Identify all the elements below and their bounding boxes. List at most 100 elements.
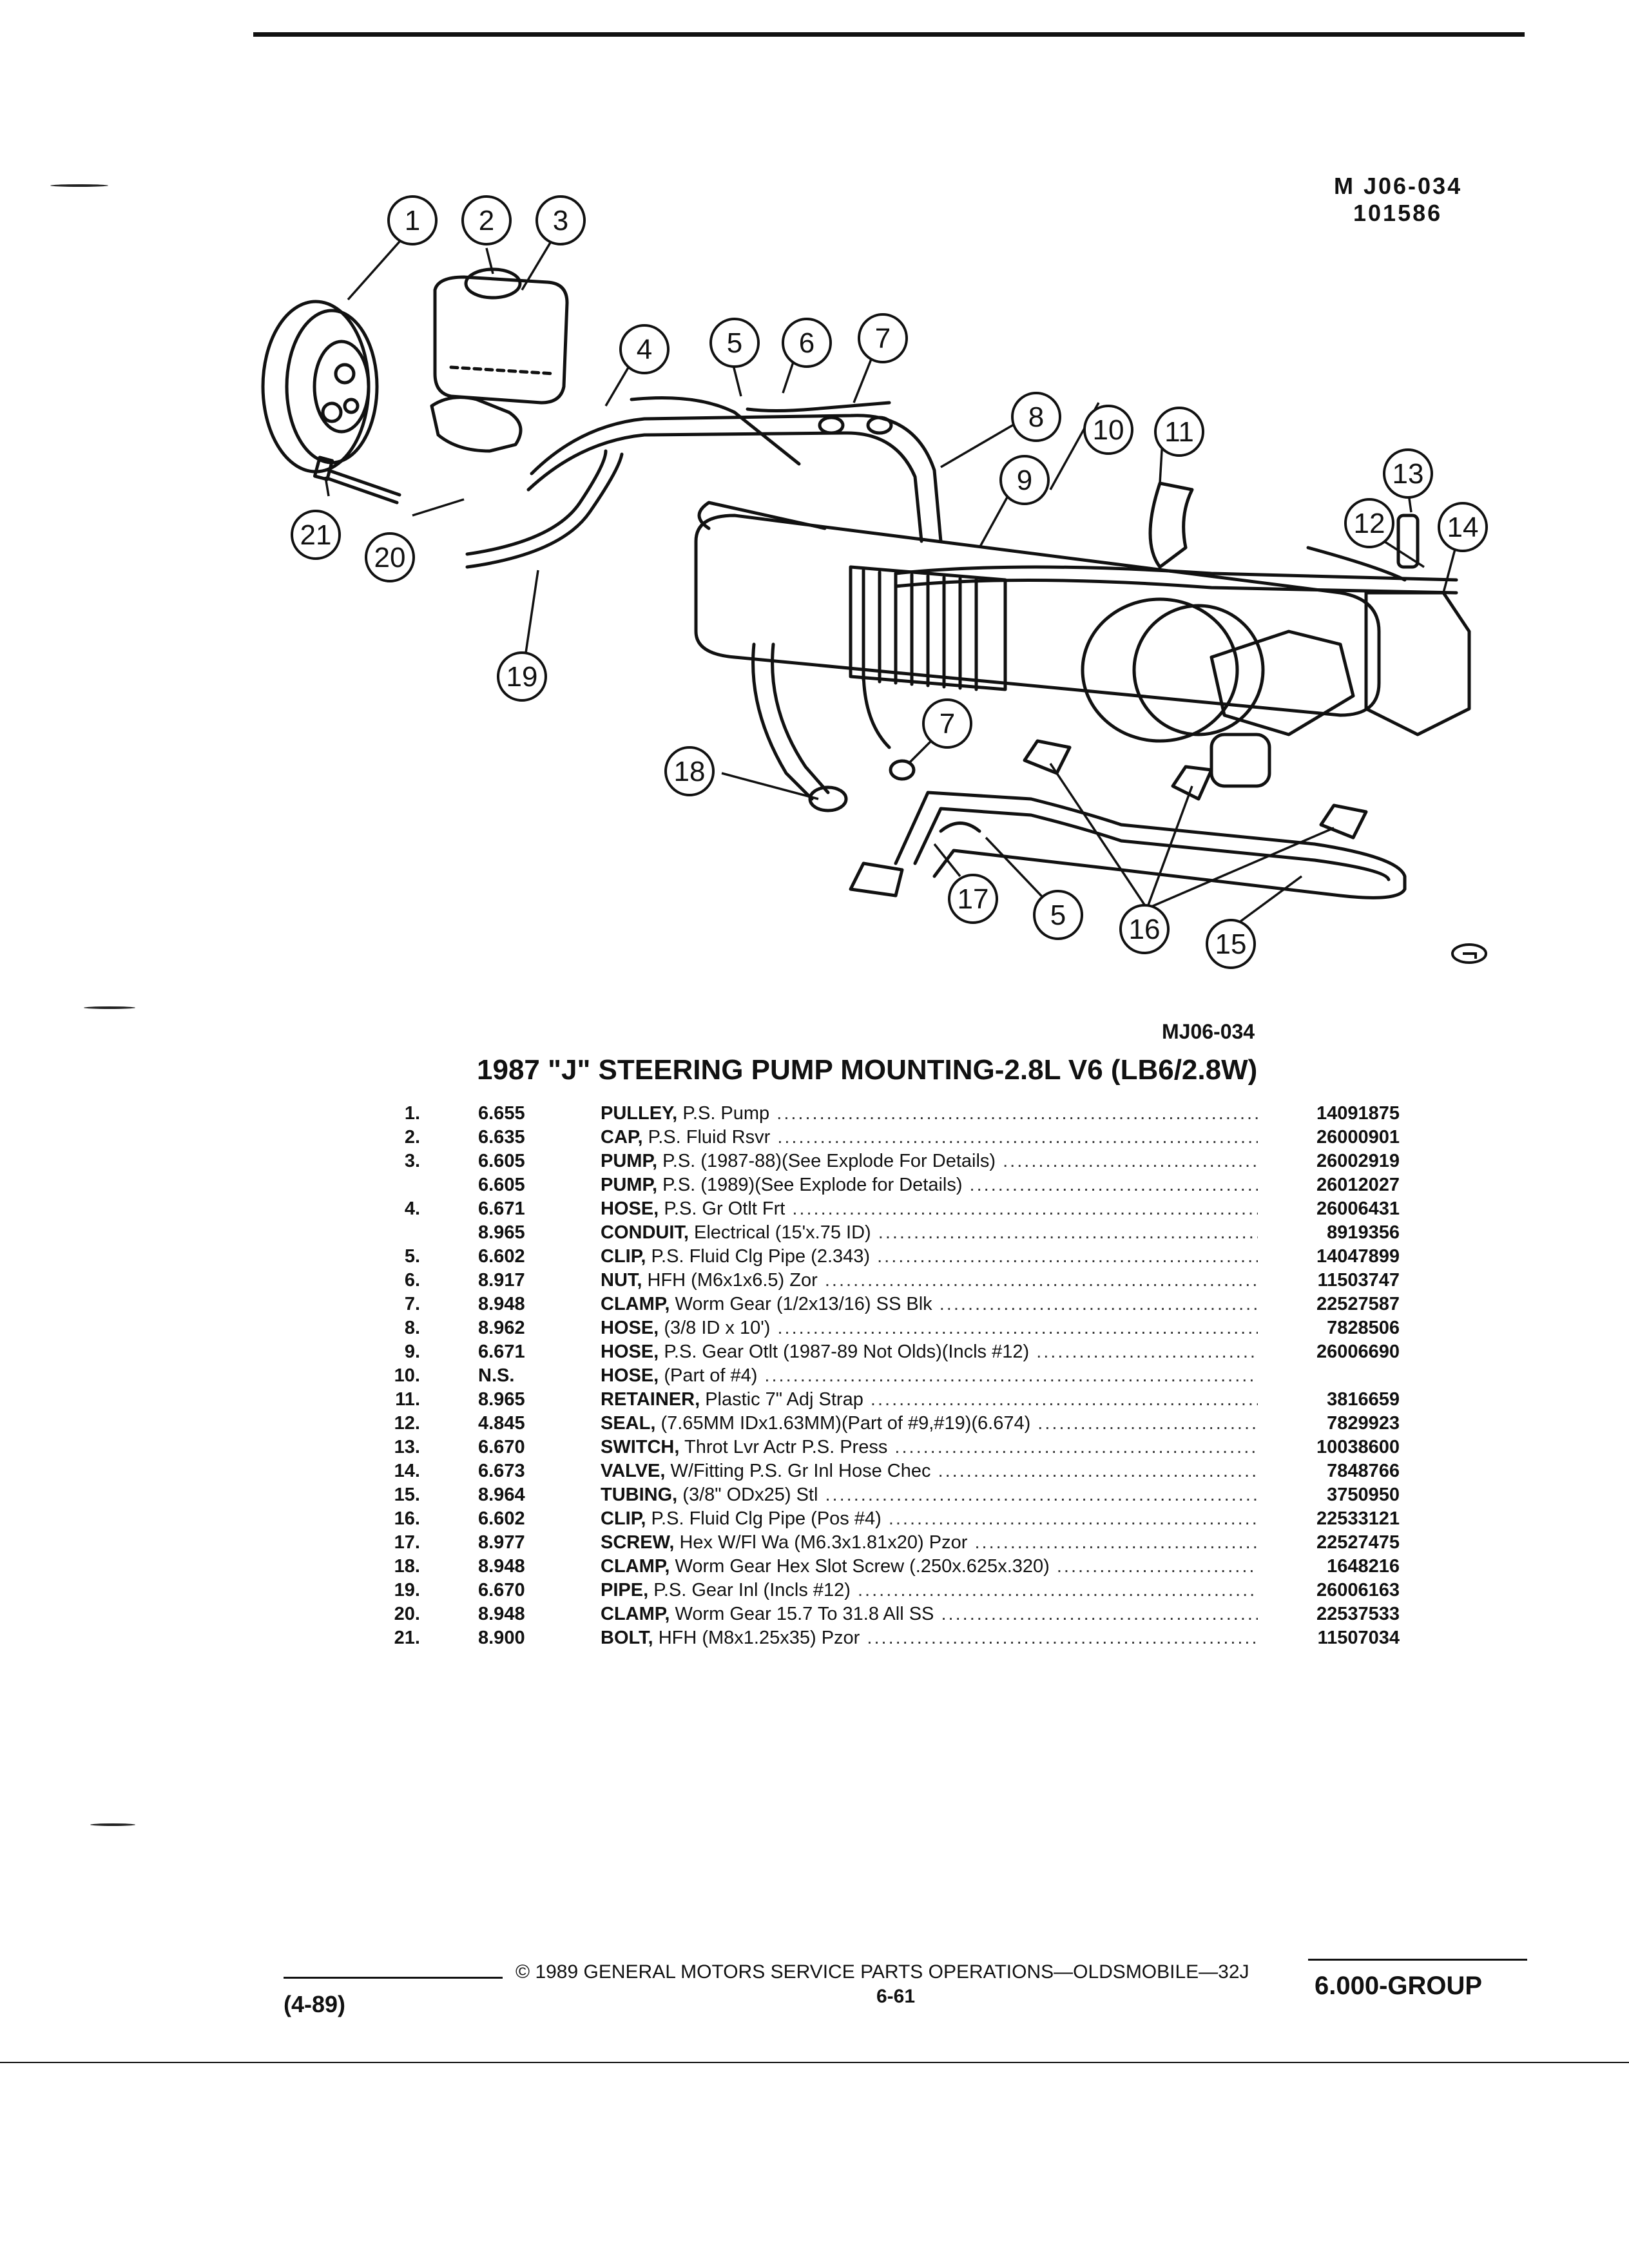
part-name: CLAMP, (601, 1294, 670, 1314)
part-number: 14091875 (1316, 1103, 1400, 1124)
part-description: SCREW, Hex W/Fl Wa (M6.3x1.81x20) Pzor .… (601, 1531, 1258, 1555)
part-detail: P.S. Fluid Rsvr (648, 1127, 771, 1148)
pump-reservoir-drawing (430, 267, 569, 453)
group-number: 4.845 (478, 1413, 525, 1434)
svg-text:1: 1 (405, 205, 420, 236)
group-number: 8.948 (478, 1556, 525, 1577)
leader-dots: ........................................… (824, 1270, 1258, 1291)
part-name: HOSE, (601, 1365, 659, 1386)
callout-6: 6 (782, 318, 832, 368)
group-number: 6.602 (478, 1246, 525, 1267)
part-description: PIPE, P.S. Gear Inl (Incls #12) ........… (601, 1579, 1258, 1602)
valve-line-drawing (1306, 546, 1407, 582)
svg-text:6: 6 (799, 327, 815, 359)
item-number: 20. (394, 1604, 420, 1624)
scan-mark (50, 184, 108, 187)
leader-dots: ........................................… (939, 1294, 1258, 1314)
part-description: HOSE, P.S. Gr Otlt Frt .................… (601, 1197, 1258, 1221)
clip-drawing (1171, 765, 1213, 801)
group-number: 6.673 (478, 1461, 525, 1481)
clamp-drawing (866, 416, 893, 435)
part-number: 26006163 (1316, 1580, 1400, 1600)
part-name: HOSE, (601, 1198, 659, 1219)
part-detail: Worm Gear (1/2x13/16) SS Blk (675, 1294, 932, 1314)
part-description: NUT, HFH (M6x1x6.5) Zor ................… (601, 1269, 1258, 1293)
part-detail: Worm Gear Hex Slot Screw (.250x.625x.320… (675, 1556, 1050, 1577)
svg-text:18: 18 (674, 756, 706, 787)
callout-15: 15 (1206, 919, 1256, 969)
part-name: PUMP, (601, 1175, 658, 1195)
item-number: 12. (394, 1413, 420, 1434)
part-number: 22527475 (1316, 1532, 1400, 1553)
reference-code-line-1: M J06-034 (1334, 173, 1463, 199)
part-number: 8919356 (1327, 1222, 1400, 1243)
clamp-drawing (808, 785, 848, 812)
part-name: CLIP, (601, 1246, 646, 1267)
group-number: 6.671 (478, 1198, 525, 1219)
part-number: 7829923 (1327, 1413, 1400, 1434)
leader-dots: ........................................… (894, 1437, 1258, 1457)
parts-row: 6.605 PUMP, P.S. (1989)(See Explode for D… (381, 1173, 1400, 1197)
leader-dots: ........................................… (792, 1198, 1258, 1219)
section-title: 1987 "J" STEERING PUMP MOUNTING-2.8L V6 … (477, 1054, 1258, 1086)
clip-drawing (939, 822, 981, 833)
hose-lower-drawing (771, 642, 830, 794)
hose-lower-drawing (862, 668, 891, 749)
svg-text:15: 15 (1215, 928, 1247, 960)
item-number: 6. (404, 1270, 420, 1291)
part-number: 11503747 (1317, 1270, 1400, 1291)
item-number: 21. (394, 1628, 420, 1648)
part-number: 14047899 (1316, 1246, 1400, 1267)
part-number: 22527587 (1316, 1294, 1400, 1314)
leader-dots: ........................................… (1056, 1556, 1258, 1577)
part-description: HOSE, P.S. Gear Otlt (1987-89 Not Olds)(… (601, 1340, 1258, 1364)
callout-10: 10 (1083, 405, 1133, 455)
fitting-drawing (849, 861, 904, 898)
callout-17: 17 (948, 874, 998, 924)
item-number: 3. (404, 1151, 420, 1171)
svg-text:16: 16 (1129, 914, 1161, 945)
group-number: 6.605 (478, 1175, 525, 1195)
svg-text:19: 19 (506, 661, 538, 693)
part-number: 3816659 (1327, 1389, 1400, 1410)
group-number: 8.964 (478, 1485, 525, 1505)
bolt-drawing (313, 456, 401, 505)
callout-11: 11 (1154, 407, 1204, 457)
clamp-drawing (889, 759, 916, 781)
illustration-code: MJ06-034 (1162, 1020, 1255, 1043)
part-name: PULLEY, (601, 1103, 678, 1124)
part-description: CLIP, P.S. Fluid Clg Pipe (2.343) ......… (601, 1245, 1258, 1269)
group-number: 8.948 (478, 1294, 525, 1314)
parts-row: 10.N.S.HOSE, (Part of #4) ..............… (381, 1364, 1400, 1388)
part-detail: P.S. Gear Otlt (1987-89 Not Olds)(Incls … (664, 1341, 1030, 1362)
callout-3: 3 (535, 195, 586, 245)
svg-text:21: 21 (300, 519, 332, 551)
item-number: 7. (404, 1294, 420, 1314)
callout-14: 14 (1438, 502, 1488, 552)
part-detail: (7.65MM IDx1.63MM)(Part of #9,#19)(6.674… (660, 1413, 1031, 1434)
leader-dots: ........................................… (877, 1246, 1258, 1267)
group-number: 6.670 (478, 1580, 525, 1600)
svg-text:10: 10 (1093, 414, 1124, 446)
group-number: 8.977 (478, 1532, 525, 1553)
part-description: CLAMP, Worm Gear (1/2x13/16) SS Blk ....… (601, 1293, 1258, 1316)
part-detail: Plastic 7" Adj Strap (705, 1389, 863, 1410)
part-description: CLAMP, Worm Gear Hex Slot Screw (.250x.6… (601, 1555, 1258, 1579)
part-detail: P.S. Fluid Clg Pipe (2.343) (651, 1246, 871, 1267)
group-number: 8.965 (478, 1222, 525, 1243)
clamp-drawing (818, 416, 845, 435)
part-detail: P.S. Gear Inl (Incls #12) (653, 1580, 851, 1600)
part-name: CLAMP, (601, 1556, 670, 1577)
part-description: PUMP, P.S. (1989)(See Explode for Detail… (601, 1173, 1258, 1197)
item-number: 16. (394, 1508, 420, 1529)
item-number: 17. (394, 1532, 420, 1553)
page-number: 6-61 (876, 1986, 916, 2007)
part-description: HOSE, (Part of #4) .....................… (601, 1364, 1258, 1388)
part-name: BOLT, (601, 1628, 653, 1648)
callout-20: 20 (365, 532, 415, 582)
